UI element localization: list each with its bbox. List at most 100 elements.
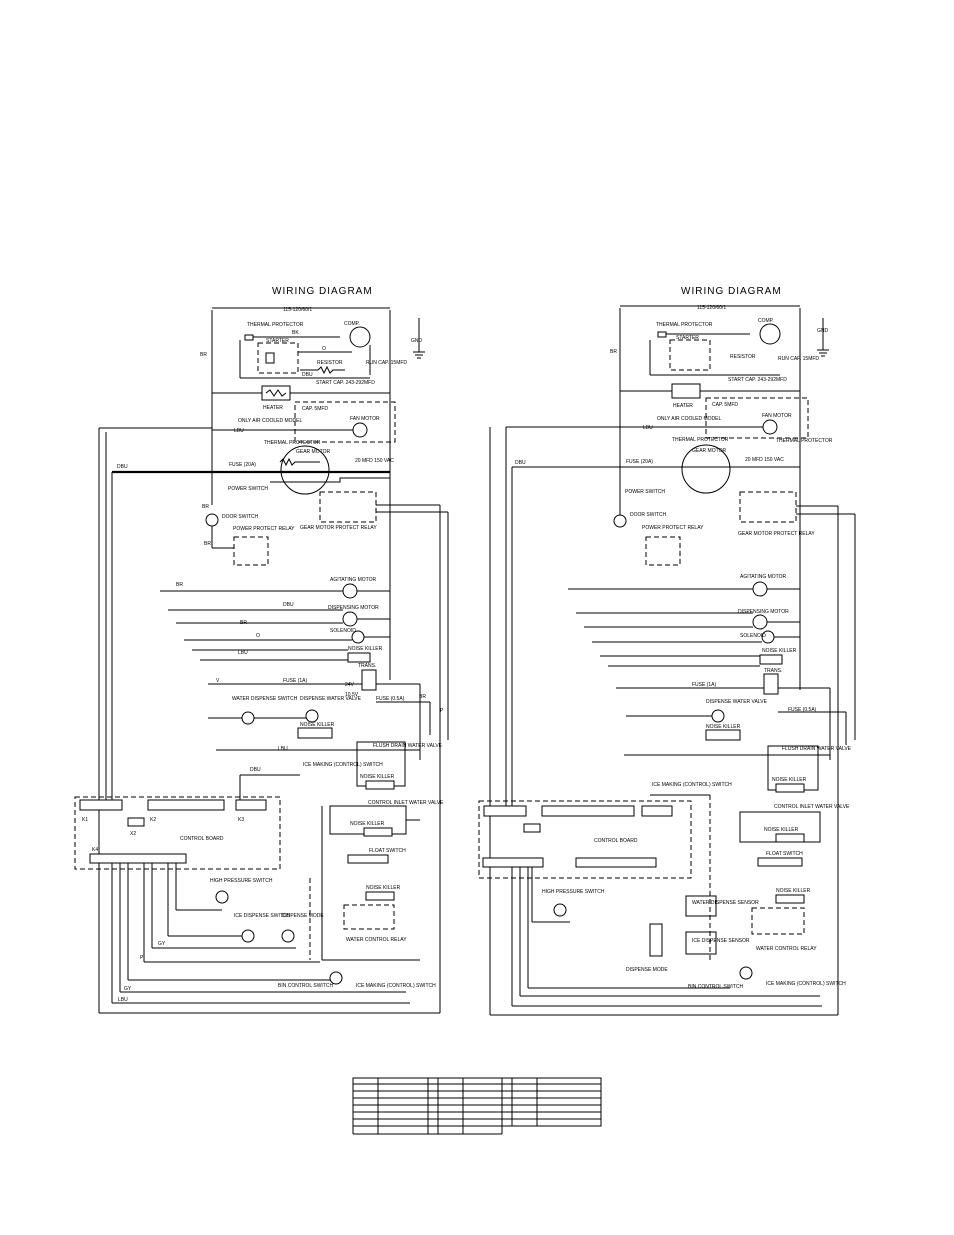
right-noise-killer-2 bbox=[705, 729, 741, 741]
right-dispense-water-valve bbox=[711, 709, 725, 723]
svg-text:24V: 24V bbox=[345, 682, 355, 688]
left-power-protect-relay bbox=[233, 536, 269, 566]
left-ground: GND bbox=[411, 318, 425, 359]
svg-text:LBU: LBU bbox=[118, 997, 128, 1003]
svg-text:BR: BR bbox=[204, 541, 211, 547]
svg-text:AGITATING MOTOR: AGITATING MOTOR bbox=[740, 574, 787, 580]
svg-text:GY: GY bbox=[158, 941, 166, 947]
svg-text:K1: K1 bbox=[82, 817, 88, 823]
left-door-switch bbox=[205, 513, 219, 527]
left-thermal-protector-label: THERMAL PROTECTOR bbox=[247, 322, 304, 328]
svg-text:THERMAL PROTECTOR: THERMAL PROTECTOR bbox=[776, 438, 833, 444]
svg-text:RESISTOR: RESISTOR bbox=[317, 360, 343, 366]
right-door-switch bbox=[613, 514, 627, 528]
svg-text:DBU: DBU bbox=[515, 460, 526, 466]
svg-text:NOISE KILLER: NOISE KILLER bbox=[762, 648, 797, 654]
svg-text:GND: GND bbox=[817, 328, 829, 334]
svg-text:K4: K4 bbox=[92, 847, 98, 853]
svg-text:20 MFD 150 VAC: 20 MFD 150 VAC bbox=[355, 458, 394, 464]
left-thermal-protector bbox=[244, 334, 254, 341]
left-br-label: BR bbox=[200, 352, 207, 358]
svg-text:THERMAL PROTECTOR: THERMAL PROTECTOR bbox=[672, 437, 729, 443]
svg-text:BR: BR bbox=[610, 349, 617, 355]
svg-text:GY: GY bbox=[124, 986, 132, 992]
svg-text:HEATER: HEATER bbox=[673, 403, 693, 409]
svg-text:BK: BK bbox=[292, 330, 299, 336]
svg-text:LBU: LBU bbox=[238, 650, 248, 656]
svg-text:COMP.: COMP. bbox=[344, 321, 360, 327]
left-dispensing-motor bbox=[342, 611, 358, 627]
legend-table bbox=[352, 1077, 602, 1135]
svg-text:GEAR MOTOR: GEAR MOTOR bbox=[296, 449, 330, 455]
svg-text:FUSE (20A): FUSE (20A) bbox=[626, 459, 653, 465]
svg-text:CONTROL INLET WATER VALVE: CONTROL INLET WATER VALVE bbox=[774, 804, 850, 810]
svg-text:GEAR MOTOR PROTECT RELAY: GEAR MOTOR PROTECT RELAY bbox=[738, 531, 815, 537]
svg-text:SOLENOID: SOLENOID bbox=[330, 628, 356, 634]
svg-text:NOISE KILLER: NOISE KILLER bbox=[776, 888, 811, 894]
right-dispensing-motor bbox=[752, 614, 768, 630]
svg-text:LBU: LBU bbox=[234, 428, 244, 434]
svg-text:FUSE (0.5A): FUSE (0.5A) bbox=[376, 696, 405, 702]
svg-text:SOLENOID: SOLENOID bbox=[740, 633, 766, 639]
left-gear-motor-protect-relay bbox=[319, 491, 377, 523]
svg-text:FLOAT SWITCH: FLOAT SWITCH bbox=[766, 851, 803, 857]
svg-text:WATER DISPENSE SENSOR: WATER DISPENSE SENSOR bbox=[692, 900, 759, 906]
svg-text:DISPENSE MODE: DISPENSE MODE bbox=[282, 913, 324, 919]
svg-text:V: V bbox=[216, 678, 220, 684]
svg-text:NOISE KILLER: NOISE KILLER bbox=[772, 777, 807, 783]
svg-text:START CAP. 243-292MFD: START CAP. 243-292MFD bbox=[728, 377, 787, 383]
svg-text:LBU: LBU bbox=[278, 746, 288, 752]
svg-text:AGITATING MOTOR: AGITATING MOTOR bbox=[330, 577, 377, 583]
svg-text:FLOAT SWITCH: FLOAT SWITCH bbox=[369, 848, 406, 854]
svg-text:BR: BR bbox=[202, 504, 209, 510]
svg-text:O: O bbox=[256, 633, 260, 639]
svg-text:RUN CAP. 15MFD: RUN CAP. 15MFD bbox=[778, 356, 819, 362]
left-dispense-water-valve bbox=[305, 709, 319, 723]
svg-text:DISPENSE WATER VALVE: DISPENSE WATER VALVE bbox=[300, 696, 362, 702]
svg-text:BR: BR bbox=[176, 582, 183, 588]
svg-text:STARTER: STARTER bbox=[266, 338, 289, 344]
svg-text:DBU: DBU bbox=[250, 767, 261, 773]
right-heater bbox=[671, 383, 701, 399]
svg-text:DBU: DBU bbox=[117, 464, 128, 470]
right-ice-dispense-sensor bbox=[685, 931, 717, 955]
svg-text:NOISE KILLER: NOISE KILLER bbox=[366, 885, 401, 891]
svg-text:FUSE (20A): FUSE (20A) bbox=[229, 462, 256, 468]
right-flush-drain-valve bbox=[767, 745, 819, 791]
right-float-switch bbox=[757, 857, 803, 867]
right-title: WIRING DIAGRAM bbox=[681, 286, 782, 297]
left-water-dispense-switch bbox=[241, 711, 255, 725]
left-noise-killer-2 bbox=[297, 727, 333, 739]
left-transformer bbox=[361, 669, 377, 691]
svg-text:NOISE KILLER: NOISE KILLER bbox=[348, 646, 383, 652]
svg-text:CAP. 5MFD: CAP. 5MFD bbox=[302, 406, 328, 412]
svg-text:FUSE (1A): FUSE (1A) bbox=[692, 682, 717, 688]
left-noise-killer-1 bbox=[347, 652, 371, 663]
svg-text:START CAP. 243-292MFD: START CAP. 243-292MFD bbox=[316, 380, 375, 386]
right-bin-control-switch bbox=[739, 966, 753, 980]
left-float-switch bbox=[347, 854, 389, 864]
right-supply: 115-120/60/1 bbox=[697, 305, 726, 311]
svg-text:STARTER: STARTER bbox=[676, 335, 699, 341]
svg-text:ICE DISPENSE SWITCH: ICE DISPENSE SWITCH bbox=[234, 913, 291, 919]
left-water-control-relay bbox=[343, 904, 395, 930]
right-transformer bbox=[763, 673, 779, 695]
svg-text:FLUSH DRAIN WATER VALVE: FLUSH DRAIN WATER VALVE bbox=[782, 746, 852, 752]
svg-text:FLUSH DRAIN WATER VALVE: FLUSH DRAIN WATER VALVE bbox=[373, 743, 443, 749]
svg-text:ICE MAKING (CONTROL) SWITCH: ICE MAKING (CONTROL) SWITCH bbox=[652, 782, 732, 788]
left-wiring-diagram: WIRING DIAGRAM 115-120/60/1 BR GND THERM… bbox=[74, 286, 449, 1014]
svg-text:GEAR MOTOR PROTECT RELAY: GEAR MOTOR PROTECT RELAY bbox=[300, 525, 377, 531]
svg-text:CAP. 5MFD: CAP. 5MFD bbox=[712, 402, 738, 408]
svg-text:POWER SWITCH: POWER SWITCH bbox=[625, 489, 665, 495]
svg-text:X2: X2 bbox=[130, 831, 136, 837]
svg-text:WATER CONTROL RELAY: WATER CONTROL RELAY bbox=[756, 946, 817, 952]
svg-text:WATER CONTROL RELAY: WATER CONTROL RELAY bbox=[346, 937, 407, 943]
svg-text:CONTROL BOARD: CONTROL BOARD bbox=[180, 836, 224, 842]
left-control-board bbox=[74, 796, 281, 870]
svg-text:HIGH PRESSURE SWITCH: HIGH PRESSURE SWITCH bbox=[210, 878, 273, 884]
svg-text:DISPENSING MOTOR: DISPENSING MOTOR bbox=[738, 609, 789, 615]
svg-text:HEATER: HEATER bbox=[263, 405, 283, 411]
svg-text:ICE MAKING (CONTROL) SWITCH: ICE MAKING (CONTROL) SWITCH bbox=[766, 981, 846, 987]
left-dispense-mode-switch bbox=[281, 929, 295, 943]
svg-text:POWER PROTECT RELAY: POWER PROTECT RELAY bbox=[233, 526, 295, 532]
